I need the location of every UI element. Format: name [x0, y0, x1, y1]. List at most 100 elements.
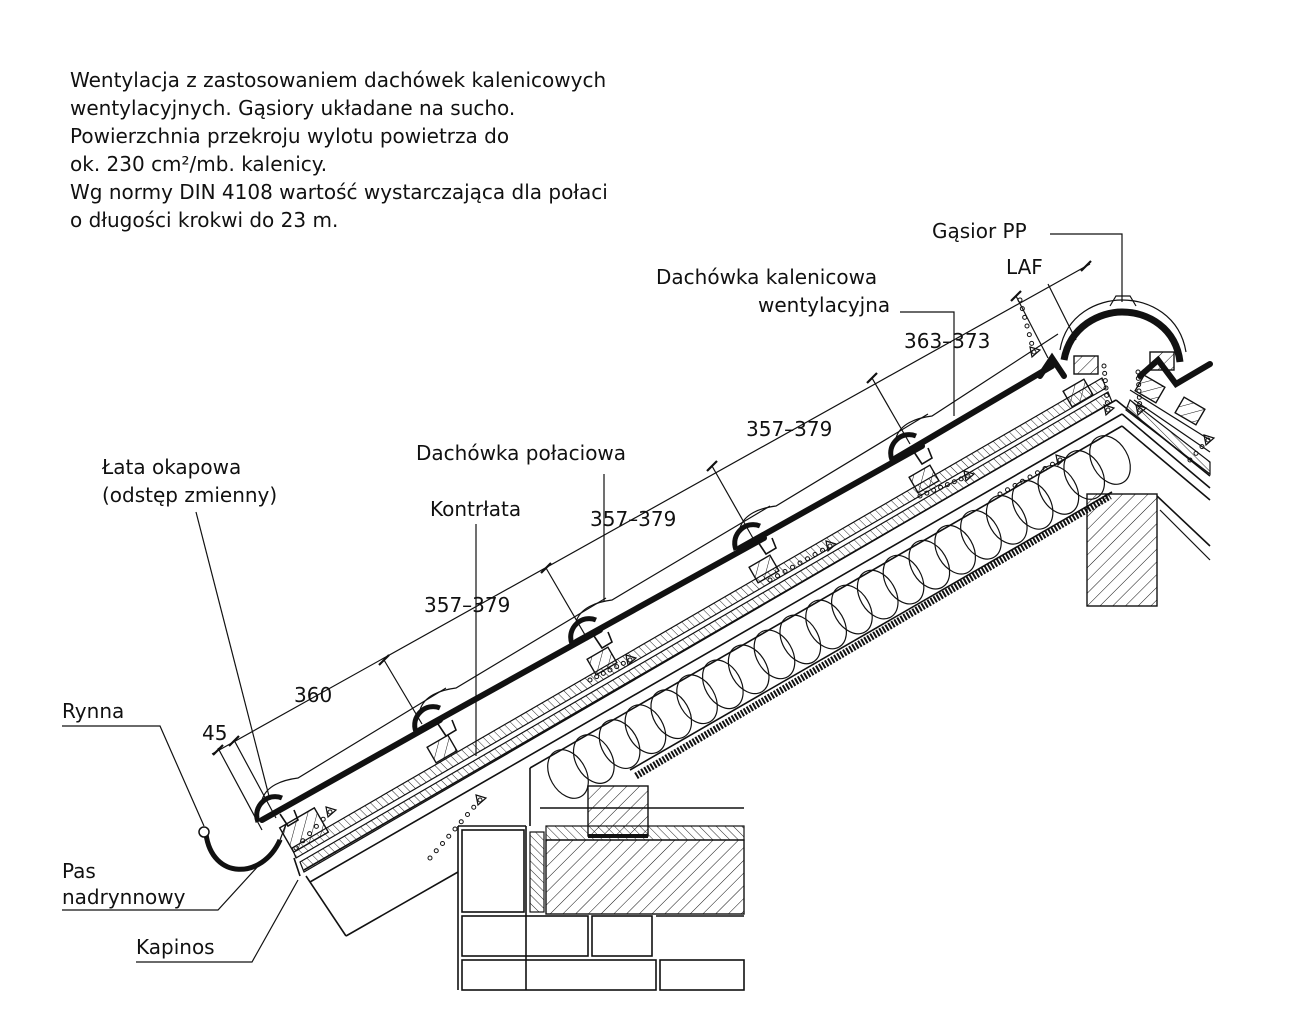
tile-outline-3 [575, 505, 771, 623]
airflow-dot [627, 657, 633, 663]
batten-4 [908, 464, 940, 494]
airflow-dot [931, 487, 937, 493]
airflow-dot [440, 841, 445, 846]
label-gasior: Gąsior PP [932, 219, 1027, 243]
airflow-dot [477, 797, 483, 803]
airflow-arrow [1103, 404, 1116, 417]
airflow-dot [465, 812, 470, 817]
airflow-dot [1035, 470, 1040, 476]
airflow-dot [924, 490, 930, 496]
airflow-dot [300, 838, 306, 844]
airflow-dot [458, 819, 464, 825]
airflow-dot [452, 826, 458, 832]
dim-357-b: 357–379 [590, 507, 676, 531]
ridge-cap [1037, 295, 1187, 379]
gutter [198, 823, 301, 877]
label-pas-2: nadrynnowy [62, 885, 186, 909]
caption-line-3: Powierzchnia przekroju wylotu powietrza … [70, 124, 510, 148]
caption-line-4: ok. 230 cm²/mb. kalenicy. [70, 152, 328, 176]
airflow-dot [805, 556, 810, 562]
insulation-loop [779, 614, 822, 665]
insulation-loop [753, 629, 796, 680]
airflow-dot [320, 816, 326, 822]
airflow-dot [427, 855, 433, 861]
tile-3 [573, 535, 767, 645]
insulation-loop [624, 704, 667, 754]
airflow-dot [944, 482, 950, 488]
insulation-loop [598, 719, 641, 769]
airflow-markers [293, 297, 1216, 861]
airflow-dot [1193, 450, 1199, 456]
airflow-dot [1105, 407, 1111, 413]
right-slope-tiles [1129, 355, 1213, 453]
insulation-loop [960, 509, 1002, 560]
airflow-dot [938, 484, 944, 490]
airflow-arrow [963, 470, 976, 483]
airflow-dot [600, 670, 606, 676]
dim-363: 363–373 [904, 329, 990, 353]
tile-nose-2 [412, 704, 441, 733]
ridge-purlin [1086, 493, 1158, 607]
airflow-arrow [325, 806, 338, 819]
tile-lug-5 [913, 447, 933, 466]
airflow-dot [433, 848, 439, 854]
label-lata-2: (odstęp zmienny) [102, 483, 277, 507]
batten-1 [426, 734, 458, 764]
airflow-dot [812, 552, 818, 557]
airflow-arrow [1055, 454, 1068, 467]
tile-5 [893, 363, 1055, 461]
batten-5 [1062, 378, 1094, 408]
insulation-loop [650, 689, 693, 740]
dimension-tick [1080, 260, 1092, 272]
tile-4 [737, 443, 925, 551]
airflow-dot [313, 823, 319, 829]
airflow-dot [1050, 461, 1055, 467]
airflow-arrow [1203, 434, 1216, 447]
label-pas-1: Pas [62, 859, 96, 883]
airflow-dot [1057, 457, 1063, 463]
airflow-dot [1005, 487, 1010, 493]
tile-nose-4 [732, 522, 761, 551]
tile-nose-3 [568, 616, 597, 645]
label-kontrlata: Kontrłata [430, 497, 521, 521]
leader-lines [62, 233, 1123, 963]
batten-3 [748, 554, 780, 584]
insulation-loop [1063, 450, 1106, 500]
airflow-dot [1029, 340, 1035, 346]
tile-nose-1 [254, 794, 283, 823]
airflow-dot [1031, 349, 1037, 355]
airflow-dot [620, 660, 626, 666]
airflow-arrow [1135, 404, 1148, 417]
airflow-dot [1102, 378, 1108, 384]
tile-lug-2 [437, 719, 457, 738]
insulation-loop [934, 524, 977, 575]
airflow-arrow [825, 540, 838, 553]
tile-outline-5 [895, 333, 1059, 439]
airflow-dot [951, 479, 957, 485]
dim-357-c: 357–379 [746, 417, 832, 441]
insulation-loop [547, 749, 589, 799]
caption-line-6: o długości krokwi do 23 m. [70, 208, 339, 232]
airflow-dot [1187, 457, 1193, 463]
label-kapinos: Kapinos [136, 935, 215, 959]
dim-360: 360 [294, 683, 332, 707]
description-text: Wentylacja z zastosowaniem dachówek kale… [70, 66, 710, 234]
airflow-dot [1012, 483, 1018, 488]
caption-line-5: Wg normy DIN 4108 wartość wystarczająca … [70, 180, 608, 204]
airflow-dot [587, 677, 593, 683]
insulation-loops [547, 435, 1131, 799]
airflow-dot [607, 667, 613, 673]
airflow-dot [782, 569, 788, 574]
insulation-loop [727, 644, 770, 695]
label-laf: LAF [1006, 255, 1043, 279]
tile-battens [426, 378, 1094, 764]
airflow-dot [965, 473, 971, 479]
insulation-loop [572, 734, 615, 784]
insulation-loop [1037, 465, 1080, 515]
insulation-loop [701, 659, 744, 710]
airflow-dot [1042, 466, 1048, 471]
airflow-dot [1102, 370, 1108, 376]
insulation-loop [985, 494, 1028, 545]
label-kalenicowa-1: Dachówka kalenicowa [656, 265, 877, 289]
tile-outline-4 [739, 413, 929, 529]
